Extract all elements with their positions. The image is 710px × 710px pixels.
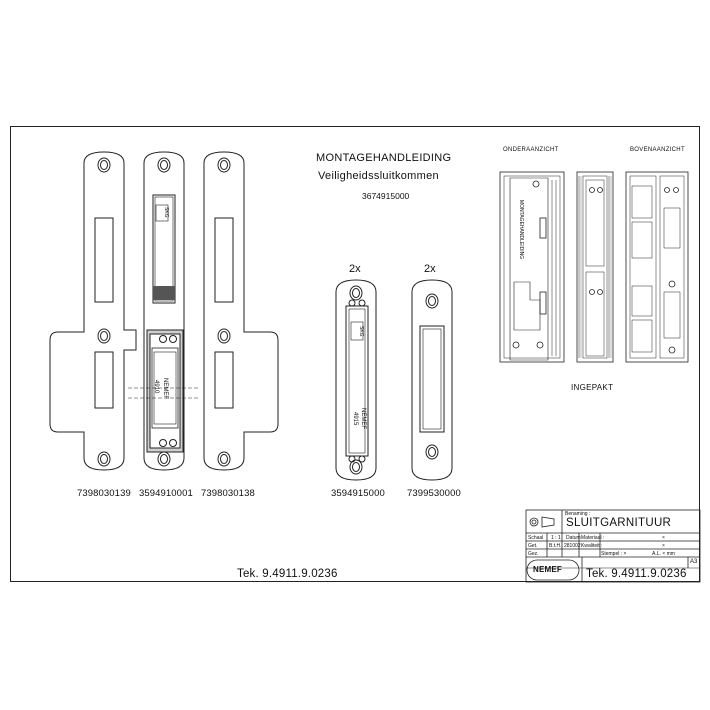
drawing-number: Tek. 9.4911.9.0236 xyxy=(237,568,338,580)
part-number: 7398030139 xyxy=(77,488,131,499)
title-line-1: MONTAGEHANDLEIDING xyxy=(316,152,452,164)
tb-cell: Stempel : × xyxy=(601,551,627,557)
title-block xyxy=(525,509,701,583)
part-number: 3594910001 xyxy=(139,488,193,499)
part-number: 7399530000 xyxy=(407,488,461,499)
skg-mark: SKG xyxy=(163,207,169,218)
packed-label: INGEPAKT xyxy=(571,383,614,392)
quantity-label: 2x xyxy=(424,263,436,275)
packed-view-right xyxy=(625,171,689,363)
model-mark: 4910 xyxy=(153,380,159,394)
top-view-label: BOVENAANZICHT xyxy=(630,147,685,153)
skg-mark: SKG xyxy=(358,326,364,337)
title-line-3: 3674915000 xyxy=(362,191,410,201)
strike-plate-right-wing xyxy=(203,151,279,471)
tb-sheet-size: A3 xyxy=(690,559,698,565)
brand-mark: NEMEF xyxy=(162,378,168,399)
simple-plate xyxy=(411,279,453,481)
tb-cell: 281002 xyxy=(564,543,581,549)
title-line-2: Veiligheidssluitkommen xyxy=(318,170,439,182)
tb-drawing-number: Tek. 9.4911.9.0236 xyxy=(586,568,687,580)
bottom-view-label: ONDERAANZICHT xyxy=(503,147,559,153)
packed-view-middle xyxy=(576,171,614,363)
tb-cell: × xyxy=(662,535,665,541)
brand-mark: NEMEF xyxy=(360,408,366,429)
part-number: 3594915000 xyxy=(331,488,385,499)
drawing-frame xyxy=(10,126,700,582)
tb-cell: 1 : 1 xyxy=(551,535,561,541)
strike-box-shading xyxy=(153,286,175,300)
part-number: 7398030138 xyxy=(201,488,255,499)
tb-cell: A.L. × mm xyxy=(652,551,675,557)
strike-plate-left-wing xyxy=(49,151,137,471)
tb-name: SLUITGARNITUUR xyxy=(566,517,672,529)
tb-cell: B.t.H. xyxy=(549,543,562,549)
tb-cell: × xyxy=(662,543,665,549)
small-box-plate xyxy=(335,279,377,481)
tb-cell: Get. xyxy=(528,543,538,549)
tb-cell: Kwaliteit : xyxy=(581,543,603,549)
packed-view-left xyxy=(499,171,565,363)
packed-instructions-text: MONTAGEHANDLEIDING xyxy=(518,200,524,260)
tb-cell: Schaal xyxy=(528,535,544,541)
nemef-logo: NEMEF xyxy=(533,565,562,574)
tb-cell: Materiaal : xyxy=(581,535,605,541)
tb-benaming-label: Benaming : xyxy=(565,511,591,517)
strike-plate-centre xyxy=(128,151,200,471)
tb-cell: Datum xyxy=(566,535,581,541)
model-mark: 4915 xyxy=(352,412,358,426)
tb-cell: Gez. xyxy=(528,551,539,557)
quantity-label: 2x xyxy=(349,263,361,275)
